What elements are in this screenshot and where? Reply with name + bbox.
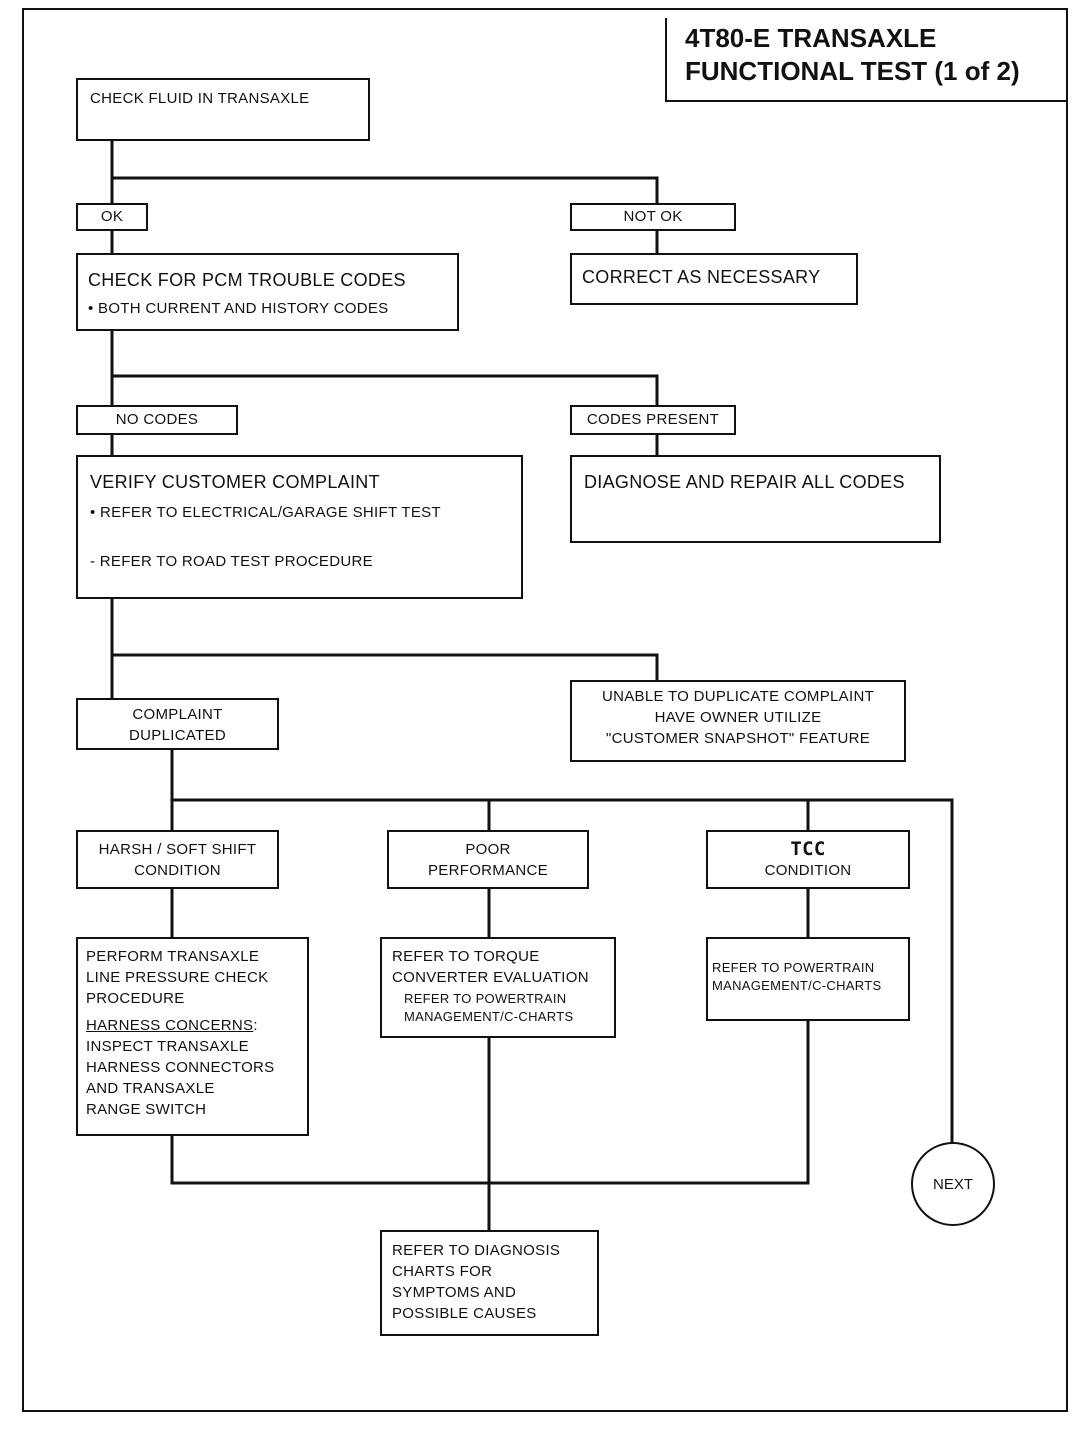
harness-concerns-colon: : [253,1017,258,1034]
perform-line-2: LINE PRESSURE CHECK [86,969,269,986]
unable-line-3: "CUSTOMER SNAPSHOT" FEATURE [605,730,871,747]
torque-line-4: MANAGEMENT/C-CHARTS [404,1009,574,1024]
torque-converter-box: REFER TO TORQUE CONVERTER EVALUATION REF… [380,937,616,1038]
check-pcm-codes-box: CHECK FOR PCM TROUBLE CODES • BOTH CURRE… [76,253,459,331]
no-codes-label: NO CODES [115,411,199,428]
chart-title: 4T80-E TRANSAXLE FUNCTIONAL TEST (1 of 2… [665,18,1067,102]
unable-duplicate-box: UNABLE TO DUPLICATE COMPLAINT HAVE OWNER… [570,680,906,762]
check-pcm-codes-bullet: • BOTH CURRENT AND HISTORY CODES [88,300,389,317]
perform-line-pressure-box: PERFORM TRANSAXLE LINE PRESSURE CHECK PR… [76,937,309,1136]
perform-line-8: RANGE SWITCH [86,1101,207,1118]
verify-complaint-box: VERIFY CUSTOMER COMPLAINT • REFER TO ELE… [76,455,523,599]
diag-charts-line-1: REFER TO DIAGNOSIS [392,1242,561,1259]
perform-line-5: INSPECT TRANSAXLE [86,1038,249,1055]
check-fluid-box: CHECK FLUID IN TRANSAXLE [76,78,370,141]
diagnosis-charts-box: REFER TO DIAGNOSIS CHARTS FOR SYMPTOMS A… [380,1230,599,1336]
tcc-condition-box: TCC CONDITION [706,830,910,889]
tcc-line-1: TCC [790,838,826,860]
ok-box: OK [76,203,148,231]
connector [172,798,954,1150]
ok-label: OK [100,208,124,225]
diagnose-codes-box: DIAGNOSE AND REPAIR ALL CODES [570,455,941,543]
perform-line-1: PERFORM TRANSAXLE [86,948,260,965]
diag-charts-line-4: POSSIBLE CAUSES [392,1305,537,1322]
powertrain-line-2: MANAGEMENT/C-CHARTS [712,978,882,993]
diagnose-codes-label: DIAGNOSE AND REPAIR ALL CODES [584,472,905,492]
tcc-line-2: CONDITION [764,862,852,879]
next-connector-circle: NEXT [911,1142,995,1226]
torque-line-1: REFER TO TORQUE [392,948,540,965]
complaint-duplicated-line-2: DUPLICATED [129,727,226,744]
unable-line-1: UNABLE TO DUPLICATE COMPLAINT [601,688,875,705]
verify-bullet-1: • REFER TO ELECTRICAL/GARAGE SHIFT TEST [90,504,441,521]
harsh-line-1: HARSH / SOFT SHIFT [98,841,257,858]
perform-line-6: HARNESS CONNECTORS [86,1059,275,1076]
complaint-duplicated-line-1: COMPLAINT [132,706,223,723]
perform-line-3: PROCEDURE [86,990,185,1007]
next-label: NEXT [932,1175,973,1193]
torque-line-2: CONVERTER EVALUATION [392,969,589,986]
no-codes-box: NO CODES [76,405,238,435]
poor-line-2: PERFORMANCE [428,862,548,879]
check-fluid-label: CHECK FLUID IN TRANSAXLE [90,90,310,107]
poor-performance-box: POOR PERFORMANCE [387,830,589,889]
correct-box: CORRECT AS NECESSARY [570,253,858,305]
page-border [22,8,1068,1412]
title-line-1: 4T80-E TRANSAXLE [685,23,937,53]
correct-label: CORRECT AS NECESSARY [582,267,821,287]
diag-charts-line-3: SYMPTOMS AND [392,1284,517,1301]
connector [110,598,659,680]
connector [110,330,659,405]
not-ok-label: NOT OK [623,208,683,225]
perform-line-7: AND TRANSAXLE [86,1080,215,1097]
connector [110,140,659,203]
complaint-duplicated-box: COMPLAINT DUPLICATED [76,698,279,750]
codes-present-label: CODES PRESENT [586,411,720,428]
poor-line-1: POOR [465,841,511,858]
not-ok-box: NOT OK [570,203,736,231]
torque-line-3: REFER TO POWERTRAIN [404,991,567,1006]
powertrain-line-1: REFER TO POWERTRAIN [712,960,875,975]
diag-charts-line-2: CHARTS FOR [392,1263,493,1280]
check-pcm-codes-heading: CHECK FOR PCM TROUBLE CODES [88,270,406,290]
refer-powertrain-box: REFER TO POWERTRAIN MANAGEMENT/C-CHARTS [706,937,910,1021]
verify-complaint-heading: VERIFY CUSTOMER COMPLAINT [90,472,380,492]
title-line-2: FUNCTIONAL TEST (1 of 2) [685,56,1020,86]
harness-concerns-label: HARNESS CONCERNS [86,1017,254,1034]
harsh-line-2: CONDITION [134,862,221,879]
codes-present-box: CODES PRESENT [570,405,736,435]
verify-bullet-2: - REFER TO ROAD TEST PROCEDURE [90,553,373,570]
harsh-soft-shift-box: HARSH / SOFT SHIFT CONDITION [76,830,279,889]
unable-line-2: HAVE OWNER UTILIZE [654,709,822,726]
